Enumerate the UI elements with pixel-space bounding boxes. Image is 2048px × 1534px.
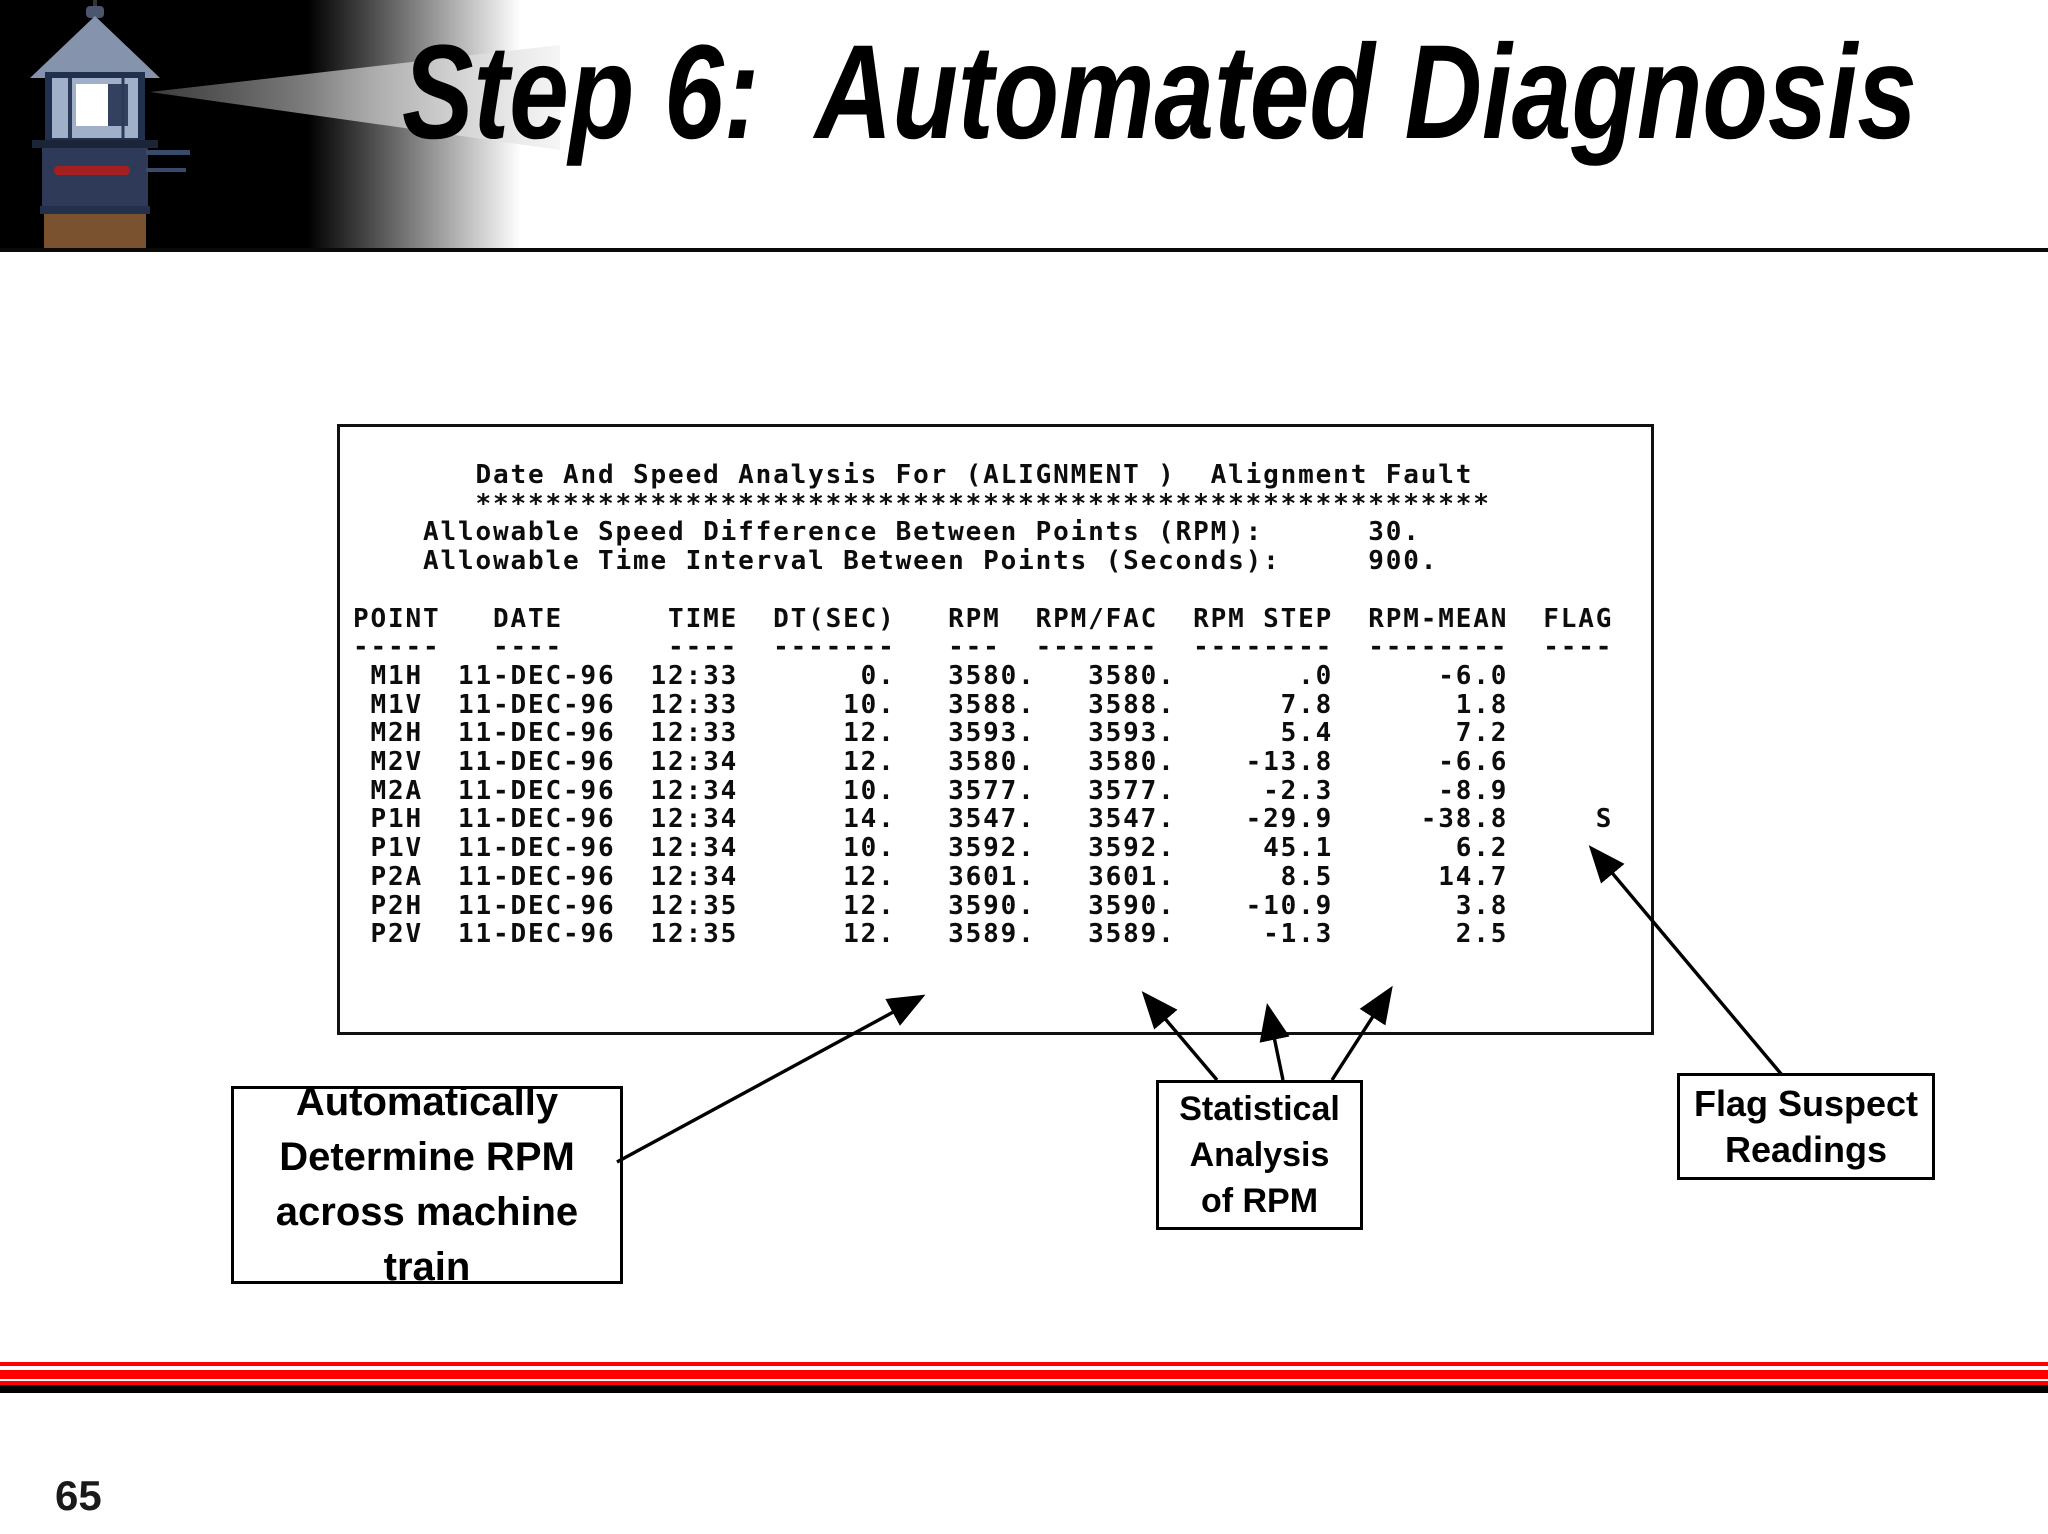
lighthouse-roof bbox=[30, 16, 160, 78]
lantern-light bbox=[76, 84, 108, 126]
lower-rail bbox=[146, 150, 190, 155]
callout-statistical-analysis: Statistical Analysis of RPM bbox=[1156, 1080, 1363, 1230]
footer-stripe-black bbox=[0, 1385, 2048, 1393]
page-title: Step 6: Automated Diagnosis bbox=[402, 18, 1917, 167]
lantern-panel bbox=[108, 84, 128, 126]
light-beam bbox=[150, 45, 560, 150]
tower-red-lettering bbox=[54, 166, 130, 175]
header-divider bbox=[0, 248, 2048, 252]
callout-flag-suspect: Flag Suspect Readings bbox=[1677, 1073, 1935, 1180]
lower-rail bbox=[146, 168, 186, 172]
base-band bbox=[40, 206, 150, 214]
lighthouse-icon bbox=[30, 0, 560, 250]
page-number: 65 bbox=[55, 1472, 102, 1519]
terminal-report-box: Date And Speed Analysis For (ALIGNMENT )… bbox=[337, 424, 1654, 1035]
callout-determine-rpm: Automatically Determine RPM across machi… bbox=[231, 1080, 623, 1289]
terminal-output: Date And Speed Analysis For (ALIGNMENT )… bbox=[353, 460, 1614, 950]
lighthouse-finial bbox=[86, 6, 104, 18]
lighthouse-image bbox=[0, 0, 560, 250]
lighthouse-tower bbox=[42, 148, 148, 212]
lighthouse-base bbox=[44, 212, 146, 250]
gallery-rail bbox=[32, 140, 158, 148]
footer-stripe-red bbox=[0, 1362, 2048, 1385]
